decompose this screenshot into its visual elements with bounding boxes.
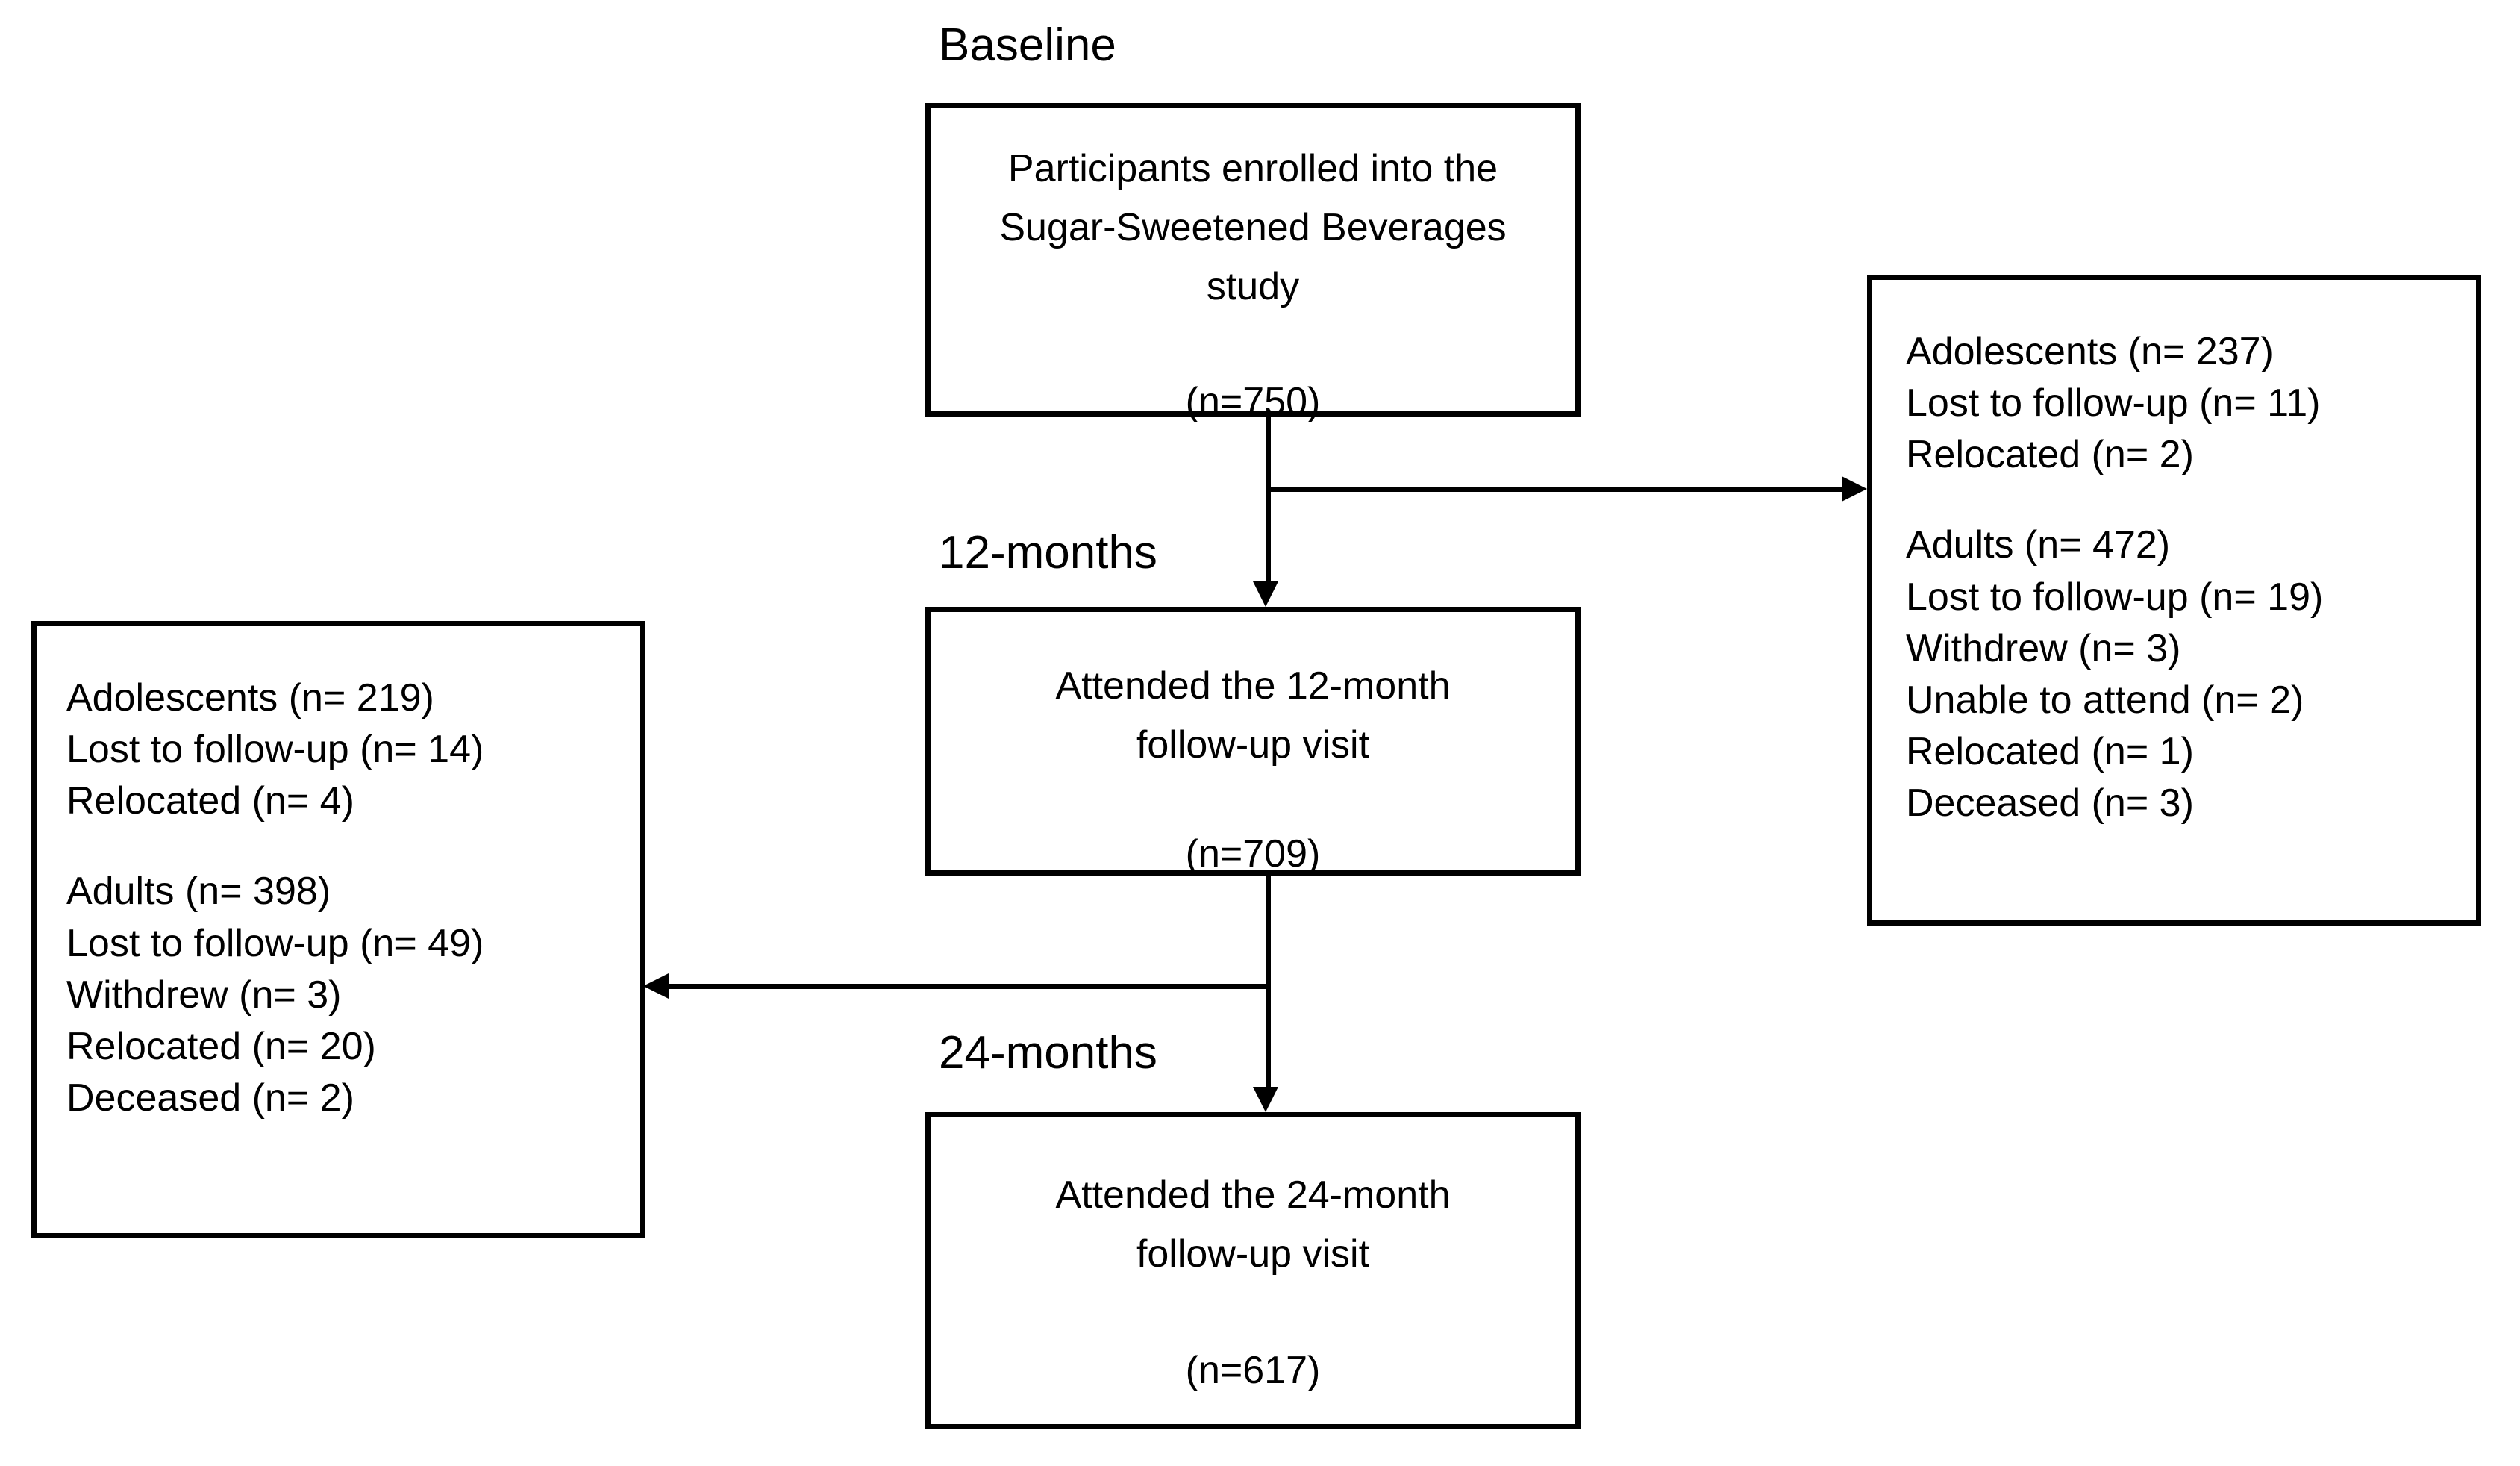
attrition-left-spacer — [66, 827, 484, 866]
attrition-box-12-to-24-months: Adolescents (n= 219) Lost to follow-up (n… — [31, 621, 645, 1238]
attrition-right-item: Relocated (n= 1) — [1906, 730, 2194, 774]
attrition-right-item: Lost to follow-up (n= 11) — [1906, 381, 2321, 425]
attrition-left-item: Withdrew (n= 3) — [66, 973, 342, 1017]
attrition-right-spacer — [1906, 481, 2323, 520]
attrition-left-item: Adolescents (n= 219) — [66, 676, 434, 720]
attrition-left-item: Adults (n= 398) — [66, 870, 331, 914]
stage-label-baseline: Baseline — [939, 19, 1116, 71]
attrition-right-item: Lost to follow-up (n= 19) — [1906, 575, 2324, 619]
month24-box-count: (n=617) — [1185, 1349, 1321, 1393]
attrition-right-item: Unable to attend (n= 2) — [1906, 678, 2304, 722]
baseline-box-text: Participants enrolled into the Sugar-Swe… — [999, 147, 1507, 309]
attrition-box-baseline-to-12-months: Adolescents (n= 237) Lost to follow-up (n… — [1867, 275, 2481, 926]
stage-label-12-months: 12-months — [939, 527, 1157, 578]
arrowhead-down-month24-icon — [1253, 1087, 1278, 1112]
attrition-right-item: Deceased (n= 3) — [1906, 782, 2194, 826]
connector-month12-to-month24 — [1266, 876, 1271, 1088]
attrition-right-item: Withdrew (n= 3) — [1906, 626, 2181, 670]
connector-month12-to-left-attrition — [669, 984, 1269, 989]
attrition-right-item: Adults (n= 472) — [1906, 523, 2171, 567]
month12-followup-box: Attended the 12-month follow-up visit (n… — [925, 607, 1581, 876]
baseline-box-count: (n=750) — [1185, 380, 1321, 424]
arrowhead-down-month12-icon — [1253, 581, 1278, 607]
attrition-left-item: Lost to follow-up (n= 49) — [66, 921, 484, 965]
month12-box-text: Attended the 12-month follow-up visit — [1055, 664, 1451, 767]
month12-box-count: (n=709) — [1185, 832, 1321, 876]
attrition-left-item: Deceased (n= 2) — [66, 1076, 354, 1120]
attrition-left-item: Relocated (n= 20) — [66, 1024, 376, 1068]
arrowhead-left-attrition-icon — [643, 973, 669, 999]
month24-followup-box: Attended the 24-month follow-up visit (n… — [925, 1112, 1581, 1429]
attrition-list-left: Adolescents (n= 219) Lost to follow-up (n… — [66, 673, 484, 1124]
connector-baseline-to-right-attrition — [1269, 487, 1843, 492]
attrition-right-item: Adolescents (n= 237) — [1906, 330, 2274, 373]
attrition-right-item: Relocated (n= 2) — [1906, 433, 2194, 477]
attrition-left-item: Lost to follow-up (n= 14) — [66, 728, 484, 772]
arrowhead-right-attrition-icon — [1842, 476, 1867, 502]
attrition-list-right: Adolescents (n= 237) Lost to follow-up (n… — [1906, 326, 2323, 829]
attrition-left-item: Relocated (n= 4) — [66, 779, 354, 823]
stage-label-24-months: 24-months — [939, 1027, 1157, 1079]
connector-baseline-to-month12 — [1266, 417, 1271, 582]
baseline-enrollment-box: Participants enrolled into the Sugar-Swe… — [925, 103, 1581, 423]
month24-box-text: Attended the 24-month follow-up visit — [1055, 1173, 1451, 1276]
